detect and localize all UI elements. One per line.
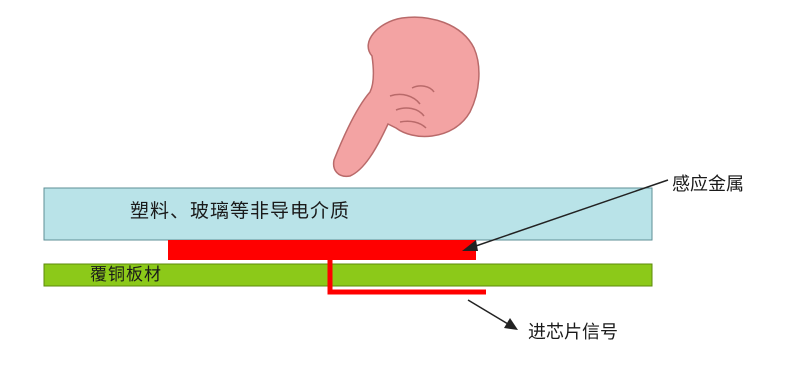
sensing-metal-arrowhead [462,240,478,251]
copper-board-label: 覆铜板材 [90,265,162,285]
sensing-metal-pad [168,240,476,260]
sensing-metal-label: 感应金属 [672,174,744,195]
signal-arrowhead [504,318,518,330]
signal-label: 进芯片信号 [528,322,618,343]
signal-trace [327,254,486,295]
copper-board [43,263,653,287]
signal-arrow [467,299,509,325]
pointing-finger-icon [332,16,480,178]
sensing-metal-arrow [469,179,669,249]
dielectric-label: 塑料、玻璃等非导电介质 [130,200,351,222]
